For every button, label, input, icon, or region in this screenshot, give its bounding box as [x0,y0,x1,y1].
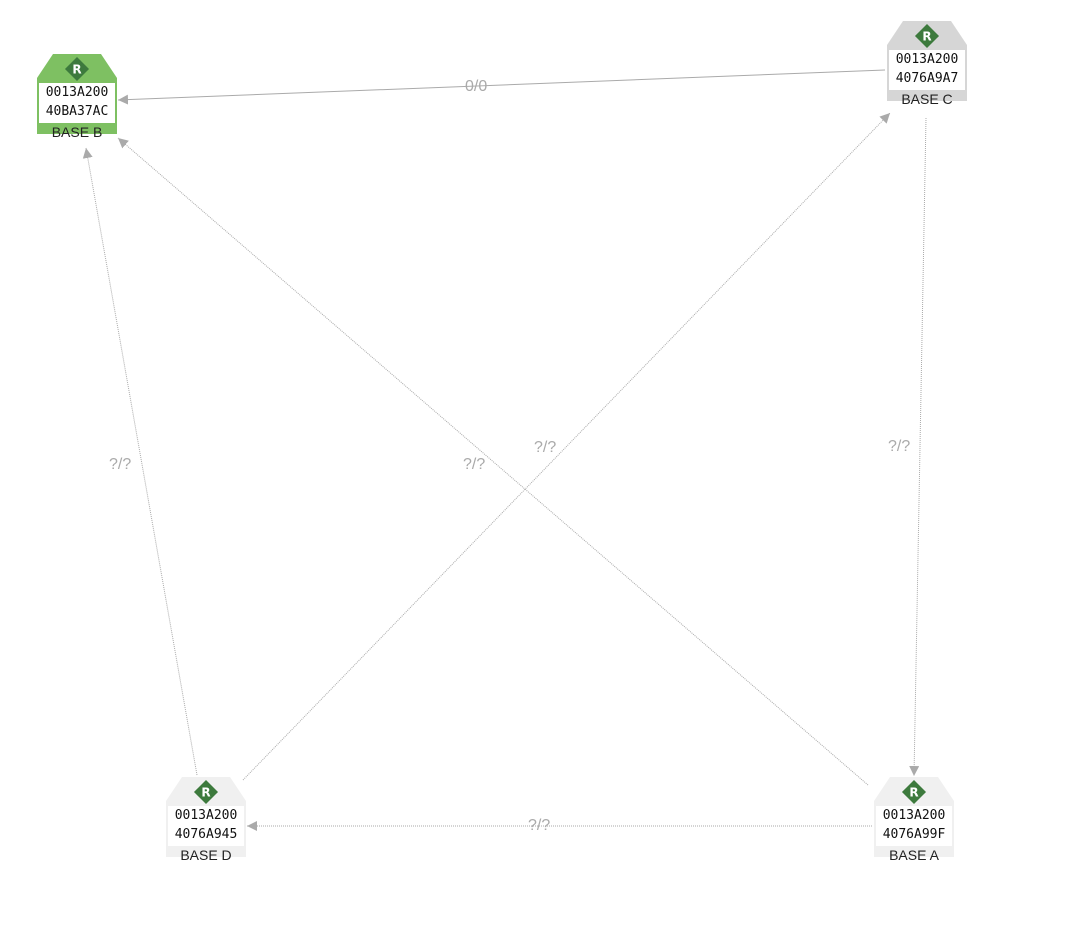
address-line-2: 40BA37AC [45,104,109,119]
node-address: 0013A200 40BA37AC [39,83,115,123]
router-node-shape: R 0013A200 4076A945 BASE D [166,777,246,863]
router-node-shape: R 0013A200 4076A99F BASE A [874,777,954,863]
address-line-1: 0013A200 [895,52,959,67]
router-badge-icon: R [72,63,81,77]
edge-c-a[interactable] [909,117,927,777]
node-label: BASE A [889,847,939,863]
node-label: BASE C [901,91,953,107]
node-base-b[interactable]: R 0013A200 40BA37AC BASE B [37,54,117,140]
node-address: 0013A200 4076A99F [876,806,952,846]
router-badge-icon: R [922,30,931,44]
address-line-2: 4076A99F [882,827,946,842]
address-line-1: 0013A200 [45,85,109,100]
edge-label-a-b: ?/? [463,456,486,473]
edge-label-d-c: ?/? [534,439,557,456]
edge-d-c[interactable] [242,112,891,781]
edge-label-d-b: ?/? [109,456,132,473]
address-line-1: 0013A200 [882,808,946,823]
node-address: 0013A200 4076A945 [168,806,244,846]
node-base-c[interactable]: R 0013A200 4076A9A7 BASE C [887,21,967,107]
edge-c-b[interactable] [117,69,886,105]
address-line-1: 0013A200 [174,808,238,823]
edge-a-b[interactable] [117,137,869,786]
edge-label-c-b: 0/0 [465,78,488,95]
node-address: 0013A200 4076A9A7 [889,50,965,90]
node-base-d[interactable]: R 0013A200 4076A945 BASE D [166,777,246,863]
node-label: BASE B [51,124,103,140]
router-badge-icon: R [909,786,918,800]
address-line-2: 4076A9A7 [895,71,959,86]
address-line-2: 4076A945 [174,827,238,842]
edge-label-c-a: ?/? [888,438,911,455]
router-node-shape: R 0013A200 4076A9A7 BASE C [887,21,967,107]
node-label: BASE D [180,847,232,863]
router-badge-icon: R [201,786,210,800]
node-base-a[interactable]: R 0013A200 4076A99F BASE A [874,777,954,863]
edge-label-a-d: ?/? [528,817,551,834]
edge-d-b[interactable] [82,147,198,776]
router-node-shape: R 0013A200 40BA37AC BASE B [37,54,117,140]
